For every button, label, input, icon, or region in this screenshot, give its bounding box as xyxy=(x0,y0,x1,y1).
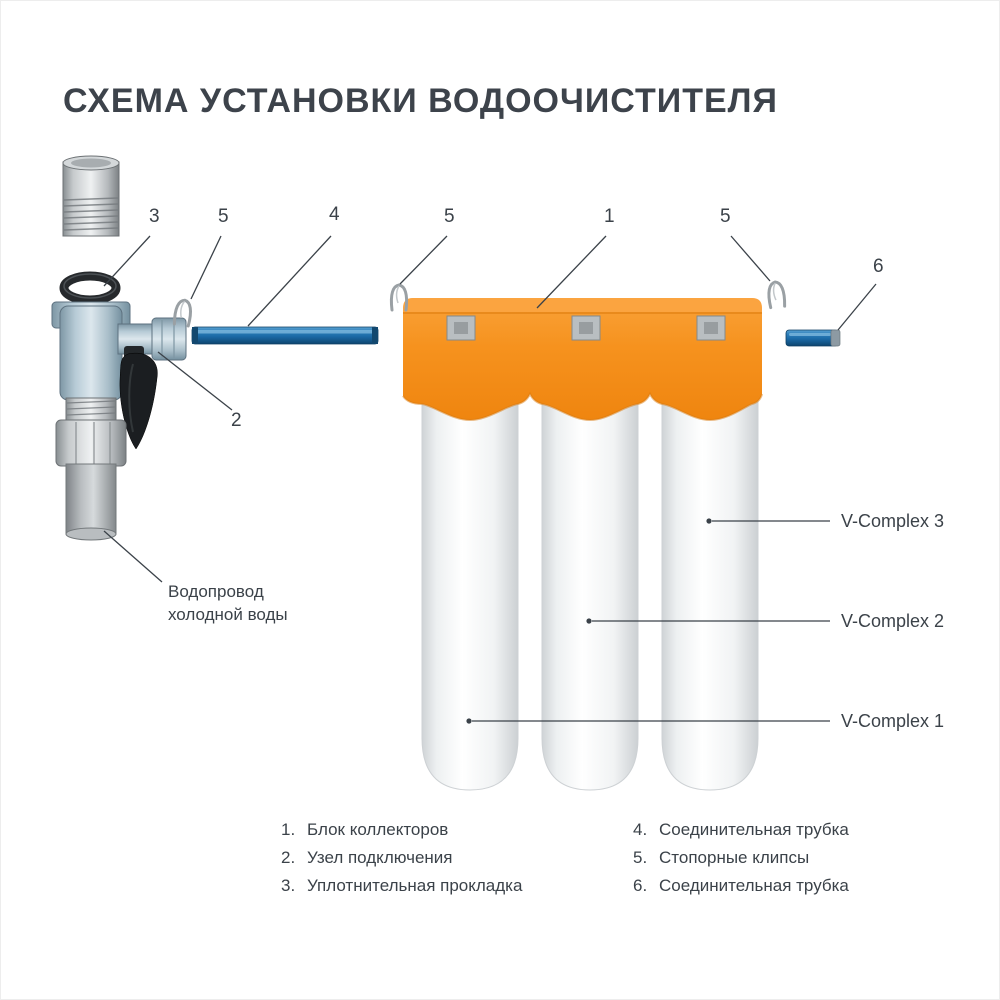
connecting-tube-6 xyxy=(785,329,841,347)
legend-item-number: 3. xyxy=(281,876,296,895)
legend-item: 1. Блок коллекторов xyxy=(281,820,522,840)
legend-item: 2. Узел подключения xyxy=(281,848,522,868)
label-v-complex-1: V-Complex 1 xyxy=(841,711,945,731)
filter-v-complex-1 xyxy=(421,369,519,791)
legend-item-text: Соединительная трубка xyxy=(659,876,849,895)
collector-ports xyxy=(446,315,726,341)
legend-left: 1. Блок коллекторов 2. Узел подключения … xyxy=(281,820,522,904)
legend-right: 4. Соединительная трубка 5. Стопорные кл… xyxy=(633,820,849,904)
legend-item: 5. Стопорные клипсы xyxy=(633,848,849,868)
shutoff-valve-handle xyxy=(119,346,158,450)
callout-5a: 5 xyxy=(218,206,229,227)
legend-item-number: 6. xyxy=(633,876,648,895)
legend-item-number: 5. xyxy=(633,848,648,867)
coupling-nut xyxy=(55,397,127,467)
page-title: СХЕМА УСТАНОВКИ ВОДООЧИСТИТЕЛЯ xyxy=(63,82,778,120)
legend-item-number: 1. xyxy=(281,820,296,839)
collector-block xyxy=(402,298,763,422)
label-v-complex-2: V-Complex 2 xyxy=(841,611,945,631)
top-pipe xyxy=(62,155,120,237)
label-cold-water-line2: холодной воды xyxy=(168,605,288,624)
filter-v-complex-2 xyxy=(541,369,639,791)
bottom-pipe xyxy=(65,463,117,541)
legend-item-text: Соединительная трубка xyxy=(659,820,849,839)
callout-4: 4 xyxy=(329,204,340,225)
callout-1: 1 xyxy=(604,206,615,227)
callout-5b: 5 xyxy=(444,206,455,227)
cold-water-pipe-assembly xyxy=(51,155,187,541)
label-v-complex-3: V-Complex 3 xyxy=(841,511,945,531)
legend-item-text: Узел подключения xyxy=(307,848,453,867)
filter-v-complex-3 xyxy=(661,369,759,791)
callout-3: 3 xyxy=(149,206,160,227)
tee-fitting xyxy=(51,301,187,401)
callout-5c: 5 xyxy=(720,206,731,227)
legend-item: 3. Уплотнительная прокладка xyxy=(281,876,522,896)
sealing-gasket xyxy=(59,271,121,305)
legend-item-text: Блок коллекторов xyxy=(307,820,449,839)
legend-item: 6. Соединительная трубка xyxy=(633,876,849,896)
legend-item-number: 4. xyxy=(633,820,648,839)
legend-item-text: Уплотнительная прокладка xyxy=(307,876,523,895)
callout-6: 6 xyxy=(873,256,884,277)
legend-item-text: Стопорные клипсы xyxy=(659,848,810,867)
label-cold-water: Водопровод холодной воды xyxy=(168,580,288,626)
leader-lines xyxy=(103,235,877,724)
callout-2: 2 xyxy=(231,410,242,431)
connecting-tube-4 xyxy=(191,326,379,345)
legend-item: 4. Соединительная трубка xyxy=(633,820,849,840)
locking-clip-c xyxy=(765,279,787,310)
legend-item-number: 2. xyxy=(281,848,296,867)
label-cold-water-line1: Водопровод xyxy=(168,582,264,601)
